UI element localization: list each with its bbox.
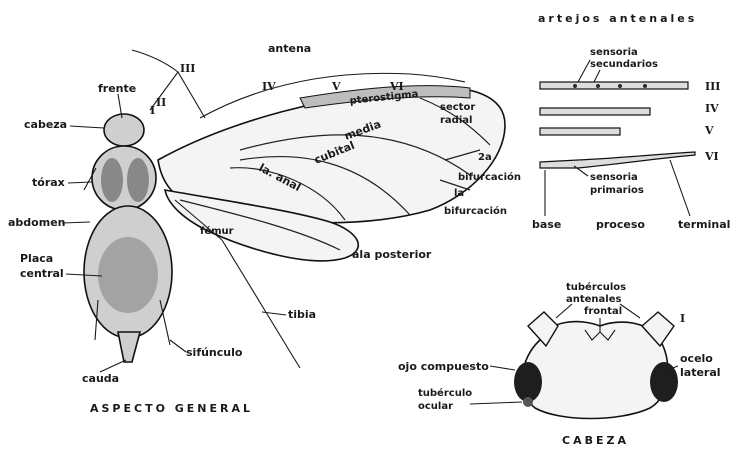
label-placa-2: central: [20, 267, 64, 280]
leader-ojo: [490, 366, 515, 370]
leader-cabeza: [70, 126, 104, 128]
label-cabeza: cabeza: [24, 118, 67, 131]
leader-abdomen: [62, 222, 90, 223]
head-numeral-I: I: [680, 312, 685, 325]
antenna-numeral-V: V: [331, 80, 341, 93]
leader-tibia: [262, 312, 286, 315]
antenna-numeral-I: I: [150, 104, 155, 117]
label-bif1-num: la: [454, 188, 464, 199]
label-bif1-word: bifurcación: [444, 205, 507, 217]
head: [104, 114, 144, 146]
label-placa-1: Placa: [20, 252, 53, 265]
label-sens-pri-1: sensoria: [590, 172, 638, 183]
segment-V-bar: [540, 128, 620, 135]
label-tub-oc-1: tubérculo: [418, 387, 472, 399]
tarsus: [292, 355, 300, 368]
label-antena: antena: [268, 42, 311, 55]
label-tub-ant-1: tubérculos: [566, 281, 626, 293]
label-frente: frente: [98, 82, 136, 95]
label-sens-pri-2: primarios: [590, 185, 644, 196]
antenna-base-segment: [150, 72, 205, 118]
label-frontal: frontal: [584, 306, 622, 317]
compound-eye-left: [514, 362, 542, 402]
label-ocelo-2: lateral: [680, 366, 721, 379]
antenna-tip: [132, 50, 178, 72]
label-tibia: tibia: [288, 308, 316, 321]
label-ala-posterior: ala posterior: [352, 248, 432, 261]
title-aspecto-general: ASPECTO GENERAL: [90, 402, 253, 415]
label-abdomen: abdomen: [8, 216, 65, 229]
antenna-numeral-III: III: [180, 62, 195, 75]
sensorium-dot: [596, 84, 600, 88]
leader-cauda: [100, 360, 126, 372]
segment-IV-bar: [540, 108, 650, 115]
leader-terminal: [670, 160, 690, 216]
label-terminal: terminal: [678, 218, 730, 231]
sensorium-dot: [618, 84, 622, 88]
central-plate: [98, 237, 158, 313]
label-bif2-word: bifurcación: [458, 171, 521, 183]
antenna-numeral-II: II: [156, 96, 166, 109]
tibia-leg: [222, 240, 292, 355]
label-sens-sec-2: secundarios: [590, 59, 658, 70]
sensorium-dot: [573, 84, 577, 88]
leader-tub-oc: [470, 402, 522, 404]
label-sifunculo: sifúnculo: [186, 346, 243, 359]
ocular-tubercle: [523, 397, 533, 407]
label-sens-sec-1: sensoria: [590, 47, 638, 58]
segment-numeral-V: V: [704, 124, 714, 137]
segment-numeral-III: III: [705, 80, 720, 93]
cauda-shape: [118, 332, 140, 362]
segment-numeral-VI: VI: [704, 150, 719, 163]
label-proceso: proceso: [596, 218, 645, 231]
label-tub-ant-2: antenales: [566, 294, 622, 305]
thorax-lobe-left: [101, 158, 123, 202]
thorax-lobe-right: [127, 158, 149, 202]
label-ocelo-1: ocelo: [680, 352, 713, 365]
title-cabeza: CABEZA: [562, 434, 629, 447]
antenna-numeral-IV: IV: [262, 80, 276, 93]
label-femur: fémur: [200, 225, 234, 237]
segment-III-bar: [540, 82, 688, 89]
leader-sifunculo: [170, 340, 186, 352]
label-sector-1: sector: [440, 102, 475, 113]
label-sector-2: radial: [440, 115, 472, 126]
title-artejos-antenales: artejos antenales: [538, 12, 697, 25]
label-base: base: [532, 218, 561, 231]
label-cauda: cauda: [82, 372, 119, 385]
sensorium-dot: [643, 84, 647, 88]
label-ojo-compuesto: ojo compuesto: [398, 360, 489, 373]
label-bif2-num: 2a: [478, 152, 492, 163]
label-torax: tórax: [32, 176, 65, 189]
segment-numeral-IV: IV: [705, 102, 719, 115]
label-tub-oc-2: ocular: [418, 401, 453, 412]
